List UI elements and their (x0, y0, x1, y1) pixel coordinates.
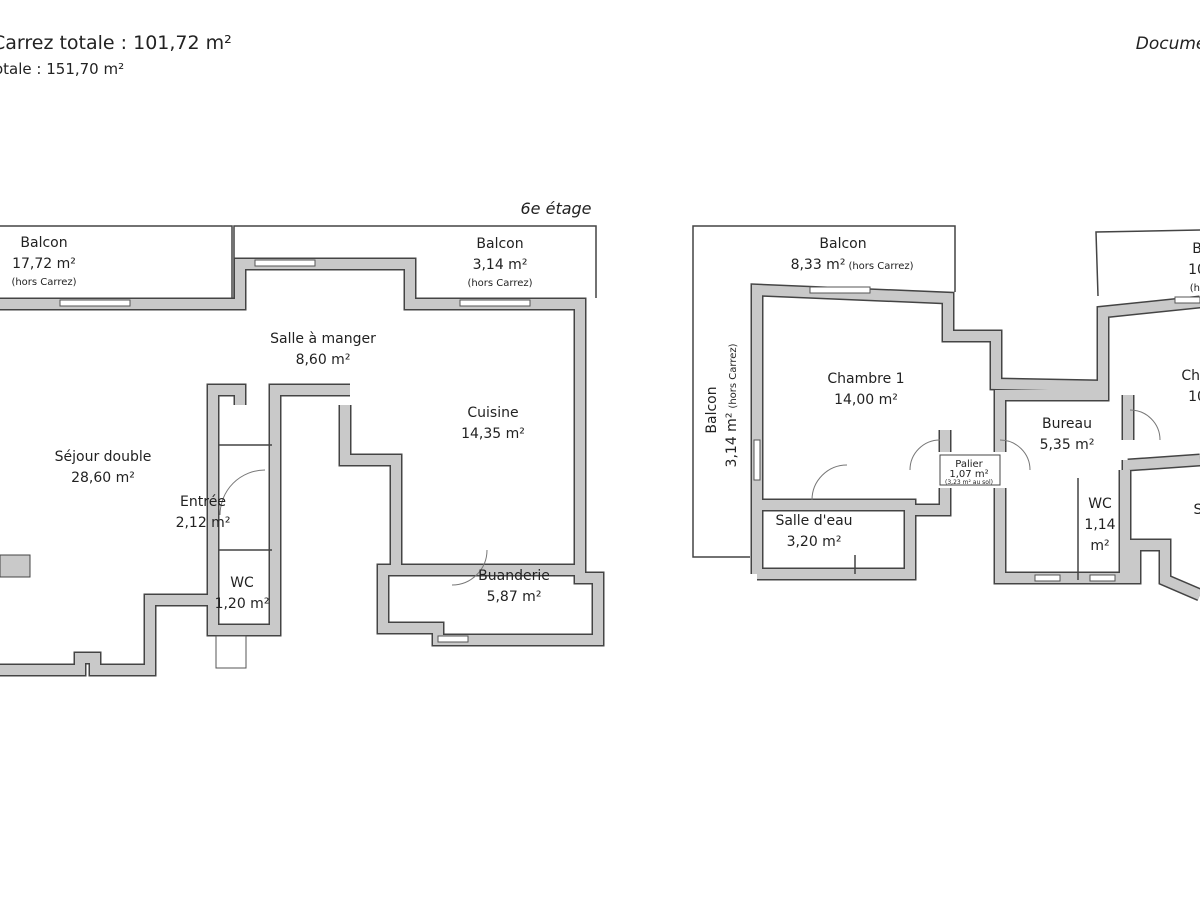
room-area: 3,20 m² (787, 534, 842, 550)
door-swing (219, 469, 488, 586)
room-area: 8,60 m² (296, 352, 351, 368)
room-note: (hors Carrez) (467, 278, 532, 289)
floor-plan-left: 6e étage Balcon 17,72 m² (hors Carrez) B… (0, 199, 605, 677)
partition (218, 444, 272, 551)
room-area-unit: m² (1090, 538, 1109, 554)
window (809, 286, 871, 294)
room-name: Buanderie (478, 568, 550, 584)
room-area: 28,60 m² (71, 470, 135, 486)
wall-fill (0, 259, 603, 675)
document-note: Document n (1135, 34, 1200, 54)
window (753, 439, 761, 481)
room-note: (hor (1190, 283, 1200, 294)
room-name: Balcon (819, 236, 866, 252)
room-area: 8,33 m² (791, 257, 846, 273)
partition (854, 478, 1079, 580)
room-note: (hors Carrez) (11, 277, 76, 288)
room-area: 1,14 (1084, 517, 1115, 533)
window (437, 635, 469, 643)
room-area: 14,00 m² (834, 392, 898, 408)
room-area: 1,07 m² (949, 469, 988, 480)
room-name: S (1194, 502, 1200, 518)
surface-total: otale : 151,70 m² (0, 60, 125, 78)
window (254, 259, 316, 267)
window (1174, 296, 1200, 304)
window (1089, 574, 1116, 582)
room-area: 14,35 m² (461, 426, 525, 442)
room-name: B (1192, 241, 1200, 257)
room-note: (hors Carrez) (848, 261, 913, 272)
room-name: Balcon (20, 235, 67, 251)
door-swing (811, 409, 1161, 501)
room-note: (hors Carrez) (728, 343, 739, 408)
room-name: Salle d'eau (775, 513, 852, 529)
balcony-outline (692, 225, 1200, 558)
step (215, 635, 247, 669)
room-name: Séjour double (55, 449, 152, 465)
column (0, 554, 31, 578)
room-name: Bureau (1042, 416, 1092, 432)
window (459, 299, 531, 307)
room-area: 1,20 m² (215, 596, 270, 612)
window (1034, 574, 1061, 582)
room-area: 3,14 m² (724, 413, 740, 468)
window (59, 299, 131, 307)
wall (0, 257, 605, 677)
floor-plan-right: Balcon 8,33 m² (hors Carrez) Balcon 3,14… (692, 225, 1200, 601)
room-area: 10 (1188, 389, 1200, 405)
room-name: Entrée (180, 494, 226, 510)
room-area: 3,14 m² (473, 257, 528, 273)
room-area: 17,72 m² (12, 256, 76, 272)
palier-box (939, 454, 1001, 486)
room-area: 5,87 m² (487, 589, 542, 605)
room-name: Salle à manger (270, 331, 376, 347)
room-area: 10 (1188, 262, 1200, 278)
level-label: 6e étage (520, 199, 591, 218)
room-area: 2,12 m² (176, 515, 231, 531)
room-name: Cuisine (467, 405, 518, 421)
room-name: Balcon (476, 236, 523, 252)
room-name: WC (1088, 496, 1112, 512)
carrez-total: Carrez totale : 101,72 m² (0, 32, 232, 54)
room-note: (3,23 m² au sol) (945, 479, 993, 486)
room-name: Cha (1181, 368, 1200, 384)
room-area: 5,35 m² (1040, 437, 1095, 453)
wall-fill (752, 284, 1200, 600)
room-name: Palier (955, 459, 983, 470)
room-name: Balcon (704, 386, 720, 433)
room-name: WC (230, 575, 254, 591)
room-name: Chambre 1 (827, 371, 904, 387)
